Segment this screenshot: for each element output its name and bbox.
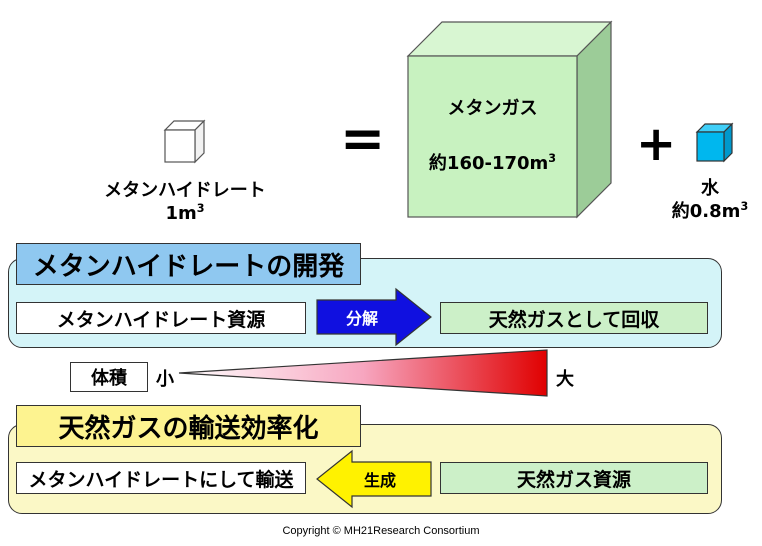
transport-as-hydrate-box: メタンハイドレートにして輸送 bbox=[16, 462, 306, 494]
water-volume: 約0.8m3 bbox=[671, 199, 749, 222]
copyright: Copyright © MH21Research Consortium bbox=[282, 525, 480, 537]
transport-header: 天然ガスの輸送効率化 bbox=[16, 405, 361, 447]
development-header: メタンハイドレートの開発 bbox=[16, 243, 361, 285]
volume-small-label: 小 bbox=[156, 369, 174, 390]
hydrate-label: メタンハイドレート 1m3 bbox=[95, 180, 275, 224]
decomposition-label: 分解 bbox=[345, 309, 378, 328]
gas-volume: 約160-170m3 bbox=[428, 152, 557, 174]
formation-arrow-icon bbox=[316, 449, 432, 509]
water-label: 水 約0.8m3 bbox=[660, 178, 760, 222]
natural-gas-recovery-box: 天然ガスとして回収 bbox=[440, 302, 708, 334]
hydrate-cube-icon bbox=[163, 119, 206, 164]
gas-label: メタンガス bbox=[447, 98, 538, 119]
volume-large-label: 大 bbox=[556, 369, 574, 390]
hydrate-volume: 1m3 bbox=[165, 201, 205, 224]
gas-cube-icon bbox=[406, 20, 613, 219]
volume-label-box: 体積 bbox=[70, 362, 148, 392]
natural-gas-resource-box: 天然ガス資源 bbox=[440, 462, 708, 494]
decomposition-arrow-icon bbox=[316, 287, 432, 347]
equals-sign: = bbox=[340, 107, 386, 170]
volume-wedge bbox=[178, 349, 548, 397]
formation-label: 生成 bbox=[363, 471, 396, 490]
water-cube-icon bbox=[695, 122, 734, 163]
hydrate-resource-box: メタンハイドレート資源 bbox=[16, 302, 306, 334]
plus-sign: + bbox=[636, 116, 677, 172]
